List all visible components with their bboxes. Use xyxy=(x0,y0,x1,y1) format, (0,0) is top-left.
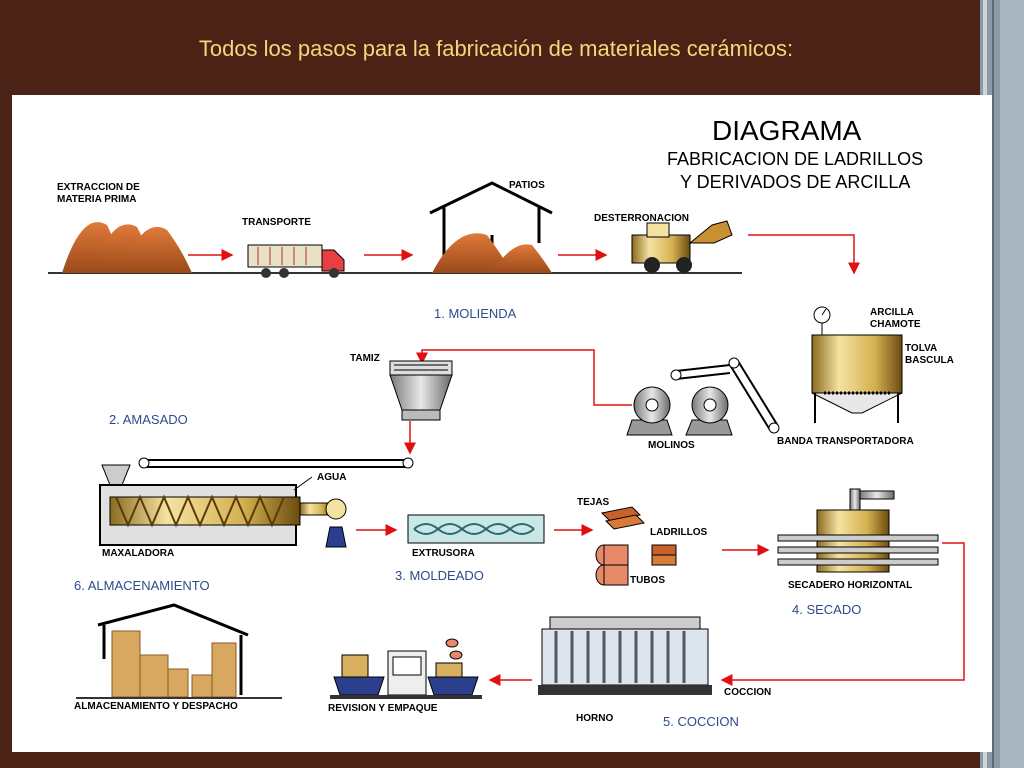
step-secado: 4. SECADO xyxy=(792,602,861,617)
agua-pointer xyxy=(293,476,313,491)
mill-icon xyxy=(626,386,733,436)
label-bascula: BASCULA xyxy=(905,355,954,366)
flow-arrow xyxy=(720,542,965,686)
label-tejas: TEJAS xyxy=(577,497,610,508)
label-desterronacion: DESTERRONACION xyxy=(594,213,689,224)
step-coccion: 5. COCCION xyxy=(663,714,739,729)
mixer-icon xyxy=(99,464,347,548)
inspection-station-icon xyxy=(330,638,482,699)
warehouse-icon xyxy=(76,603,282,699)
clay-mounds-icon xyxy=(62,222,192,273)
label-transporte: TRANSPORTE xyxy=(242,217,311,228)
pipes-icon xyxy=(595,544,629,586)
label-tubos: TUBOS xyxy=(630,575,665,586)
tiles-icon xyxy=(600,506,646,530)
label-patios: PATIOS xyxy=(509,180,545,191)
label-arcilla: ARCILLA xyxy=(870,307,914,318)
label-revision: REVISION Y EMPAQUE xyxy=(328,703,438,714)
step-amasado: 2. AMASADO xyxy=(109,412,188,427)
label-secadero: SECADERO HORIZONTAL xyxy=(788,580,912,591)
label-maxaladora: MAXALADORA xyxy=(102,548,174,559)
extruder-icon xyxy=(407,514,545,544)
patio-shed-icon xyxy=(429,181,553,273)
label-agua: AGUA xyxy=(317,472,346,483)
label-tolva: TOLVA xyxy=(905,343,937,354)
diagram-subtitle-2: Y DERIVADOS DE ARCILLA xyxy=(680,172,910,192)
label-extraccion-1: EXTRACCION DE xyxy=(57,182,140,193)
diagram-panel: DIAGRAMA FABRICACION DE LADRILLOS Y DERI… xyxy=(12,95,992,752)
diagram-subtitle-1: FABRICACION DE LADRILLOS xyxy=(667,149,923,169)
step-molienda: 1. MOLIENDA xyxy=(434,306,517,321)
slide-title: Todos los pasos para la fabricación de m… xyxy=(198,36,794,61)
label-extraccion-2: MATERIA PRIMA xyxy=(57,194,136,205)
hopper-icon xyxy=(811,306,903,423)
sieve-icon xyxy=(389,360,453,421)
label-tamiz: TAMIZ xyxy=(350,353,380,364)
slide-header: Todos los pasos para la fabricación de m… xyxy=(12,0,980,95)
label-coccion: COCCION xyxy=(724,687,771,698)
label-extrusora: EXTRUSORA xyxy=(412,548,475,559)
step-almacenamiento: 6. ALMACENAMIENTO xyxy=(74,578,210,593)
dryer-icon xyxy=(777,488,939,573)
kiln-icon xyxy=(538,616,712,695)
process-diagram: DIAGRAMA FABRICACION DE LADRILLOS Y DERI… xyxy=(48,115,965,729)
label-banda: BANDA TRANSPORTADORA xyxy=(777,436,914,447)
label-ladrillos: LADRILLOS xyxy=(650,527,708,538)
feed-conveyor-icon xyxy=(138,457,414,469)
flow-arrow xyxy=(748,234,860,275)
label-horno: HORNO xyxy=(576,713,613,724)
truck-icon xyxy=(247,244,345,278)
label-molinos: MOLINOS xyxy=(648,440,695,451)
loader-icon xyxy=(631,220,733,273)
bricks-icon xyxy=(651,544,677,566)
label-almacenamiento: ALMACENAMIENTO Y DESPACHO xyxy=(74,701,238,712)
slide-bottom-bar xyxy=(0,752,980,768)
label-chamote: CHAMOTE xyxy=(870,319,921,330)
step-moldeado: 3. MOLDEADO xyxy=(395,568,484,583)
conveyor-belt-icon xyxy=(670,357,780,434)
diagram-heading: DIAGRAMA xyxy=(712,115,862,146)
flow-arrow xyxy=(416,349,632,406)
